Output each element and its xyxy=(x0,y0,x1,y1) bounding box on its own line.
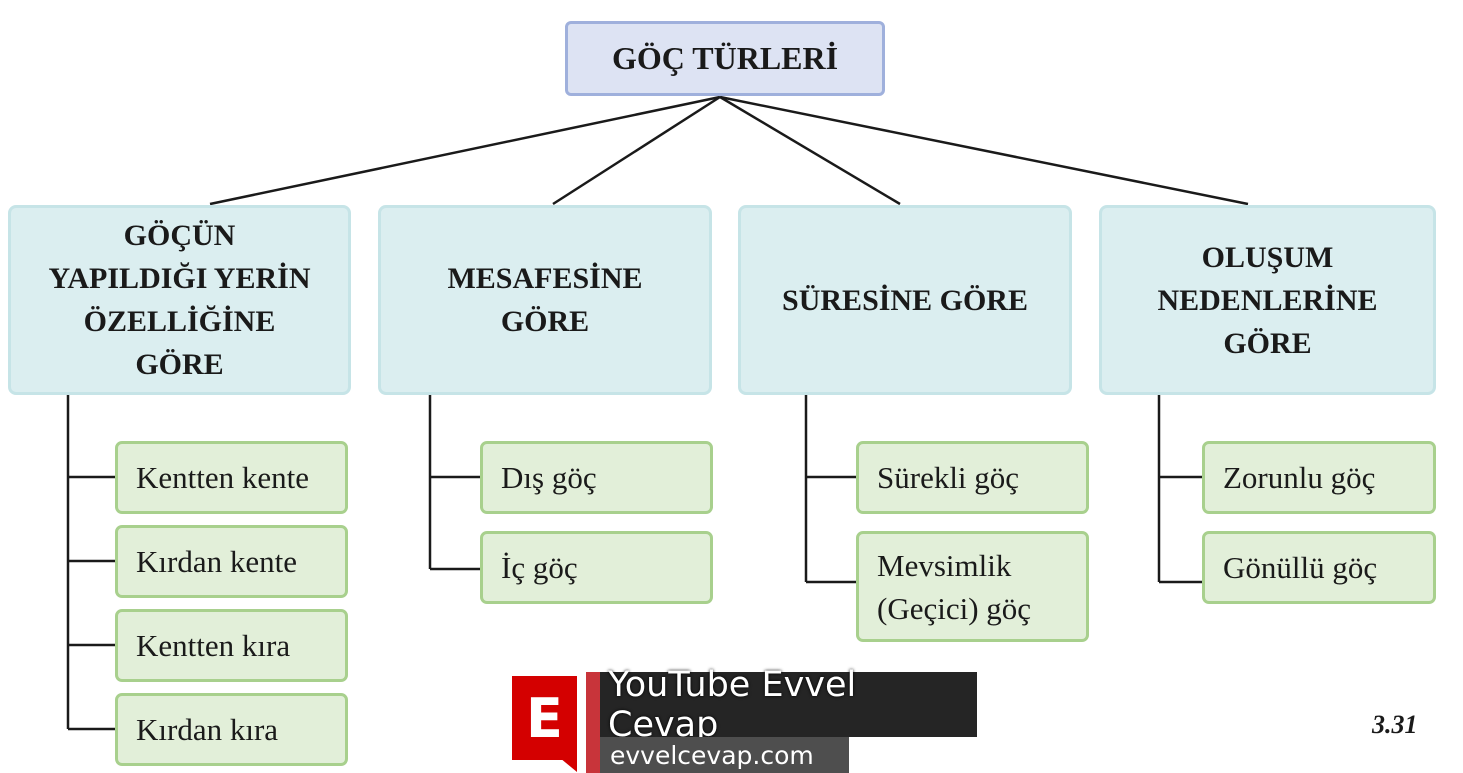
watermark-logo-tail xyxy=(560,758,577,772)
root-node: GÖÇ TÜRLERİ xyxy=(565,21,885,96)
leaf-node: Gönüllü göç xyxy=(1202,531,1436,604)
leaf-node: Zorunlu göç xyxy=(1202,441,1436,514)
leaf-node: Mevsimlik (Geçici) göç xyxy=(856,531,1089,642)
leaf-node: Dış göç xyxy=(480,441,713,514)
leaf-node: Kırdan kıra xyxy=(115,693,348,766)
page-number: 3.31 xyxy=(1372,710,1418,739)
leaf-node: Kentten kıra xyxy=(115,609,348,682)
watermark-bar xyxy=(586,672,600,773)
category-location: GÖÇÜN YAPILDIĞI YERİN ÖZELLİĞİNE GÖRE xyxy=(8,205,351,395)
leaf-node: Sürekli göç xyxy=(856,441,1089,514)
leaf-node: İç göç xyxy=(480,531,713,604)
watermark-logo-icon: E xyxy=(512,676,577,760)
category-cause: OLUŞUM NEDENLERİNE GÖRE xyxy=(1099,205,1436,395)
leaf-node: Kırdan kente xyxy=(115,525,348,598)
watermark-title: YouTube Evvel Cevap xyxy=(600,665,977,745)
category-duration: SÜRESİNE GÖRE xyxy=(738,205,1072,395)
leaf-node: Kentten kente xyxy=(115,441,348,514)
watermark-site: evvelcevap.com xyxy=(600,737,849,773)
category-distance: MESAFESİNE GÖRE xyxy=(378,205,712,395)
